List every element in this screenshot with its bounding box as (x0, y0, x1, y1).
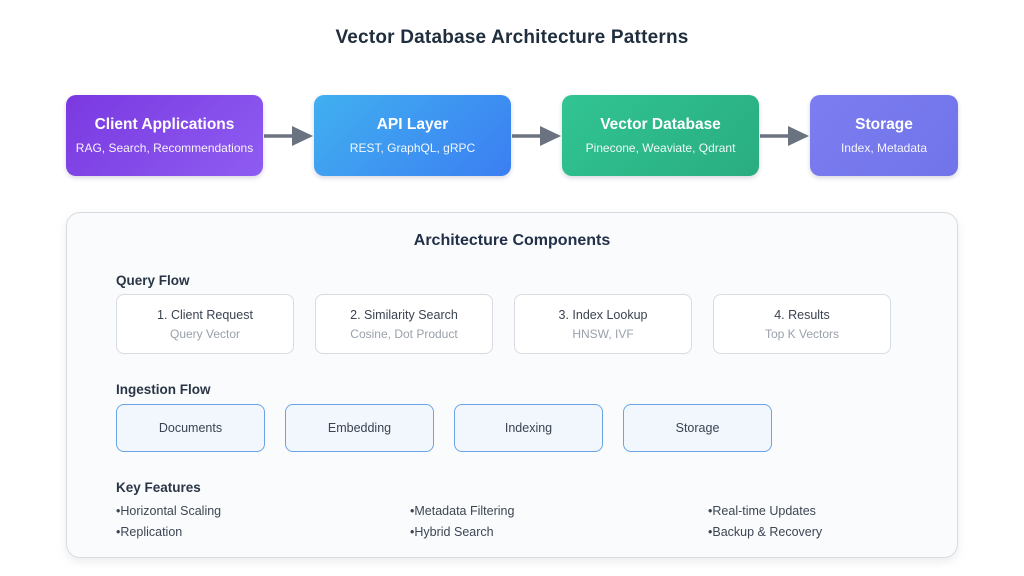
flow-node-vector-database: Vector Database Pinecone, Weaviate, Qdra… (562, 95, 759, 176)
query-step-subtitle: Query Vector (169, 326, 241, 341)
feature-item: Backup & Recovery (708, 525, 910, 539)
feature-item: Replication (116, 525, 410, 539)
query-step-card: 3. Index Lookup HNSW, IVF (514, 294, 692, 354)
ingestion-step-card: Embedding (285, 404, 434, 452)
flow-node-subtitle: Pinecone, Weaviate, Qdrant (585, 141, 736, 155)
flow-node-subtitle: RAG, Search, Recommendations (75, 141, 254, 155)
flow-node-title: API Layer (376, 116, 449, 133)
flow-diagram: Client Applications RAG, Search, Recomme… (66, 95, 958, 176)
flow-node-api-layer: API Layer REST, GraphQL, gRPC (314, 95, 511, 176)
query-step-card: 1. Client Request Query Vector (116, 294, 294, 354)
query-step-subtitle: Cosine, Dot Product (350, 326, 458, 341)
ingestion-step-card: Indexing (454, 404, 603, 452)
key-features-column: Metadata Filtering Hybrid Search (410, 505, 708, 538)
ingestion-step-card: Documents (116, 404, 265, 452)
architecture-components-panel: Architecture Components Query Flow 1. Cl… (66, 212, 958, 558)
key-features-column: Real-time Updates Backup & Recovery (708, 505, 910, 538)
flow-node-title: Vector Database (600, 116, 721, 133)
key-features-heading: Key Features (116, 480, 201, 495)
flow-node-title: Storage (855, 116, 913, 133)
ingestion-flow-row: Documents Embedding Indexing Storage (116, 404, 772, 452)
query-step-title: 1. Client Request (157, 307, 253, 322)
flow-node-subtitle: REST, GraphQL, gRPC (349, 141, 476, 155)
ingestion-step-card: Storage (623, 404, 772, 452)
flow-arrow-icon (511, 123, 562, 149)
query-step-card: 2. Similarity Search Cosine, Dot Product (315, 294, 493, 354)
page-title: Vector Database Architecture Patterns (335, 27, 689, 48)
query-step-subtitle: HNSW, IVF (572, 326, 634, 341)
ingestion-flow-heading: Ingestion Flow (116, 382, 211, 397)
flow-node-storage: Storage Index, Metadata (810, 95, 958, 176)
panel-title: Architecture Components (413, 232, 611, 249)
query-step-card: 4. Results Top K Vectors (713, 294, 891, 354)
key-features-column: Horizontal Scaling Replication (116, 505, 410, 538)
query-step-title: 3. Index Lookup (558, 307, 648, 322)
flow-node-client-applications: Client Applications RAG, Search, Recomme… (66, 95, 263, 176)
query-step-title: 2. Similarity Search (350, 307, 458, 322)
feature-item: Metadata Filtering (410, 505, 708, 518)
key-features-list: Horizontal Scaling Replication Metadata … (116, 505, 910, 538)
flow-arrow-icon (759, 123, 810, 149)
query-flow-row: 1. Client Request Query Vector 2. Simila… (116, 294, 891, 354)
query-step-title: 4. Results (774, 307, 830, 322)
flow-node-subtitle: Index, Metadata (840, 141, 928, 155)
feature-item: Real-time Updates (708, 505, 910, 518)
feature-item: Horizontal Scaling (116, 505, 410, 518)
flow-arrow-icon (263, 123, 314, 149)
query-step-subtitle: Top K Vectors (764, 326, 840, 341)
feature-item: Hybrid Search (410, 525, 708, 539)
query-flow-heading: Query Flow (116, 273, 190, 288)
flow-node-title: Client Applications (94, 116, 235, 133)
